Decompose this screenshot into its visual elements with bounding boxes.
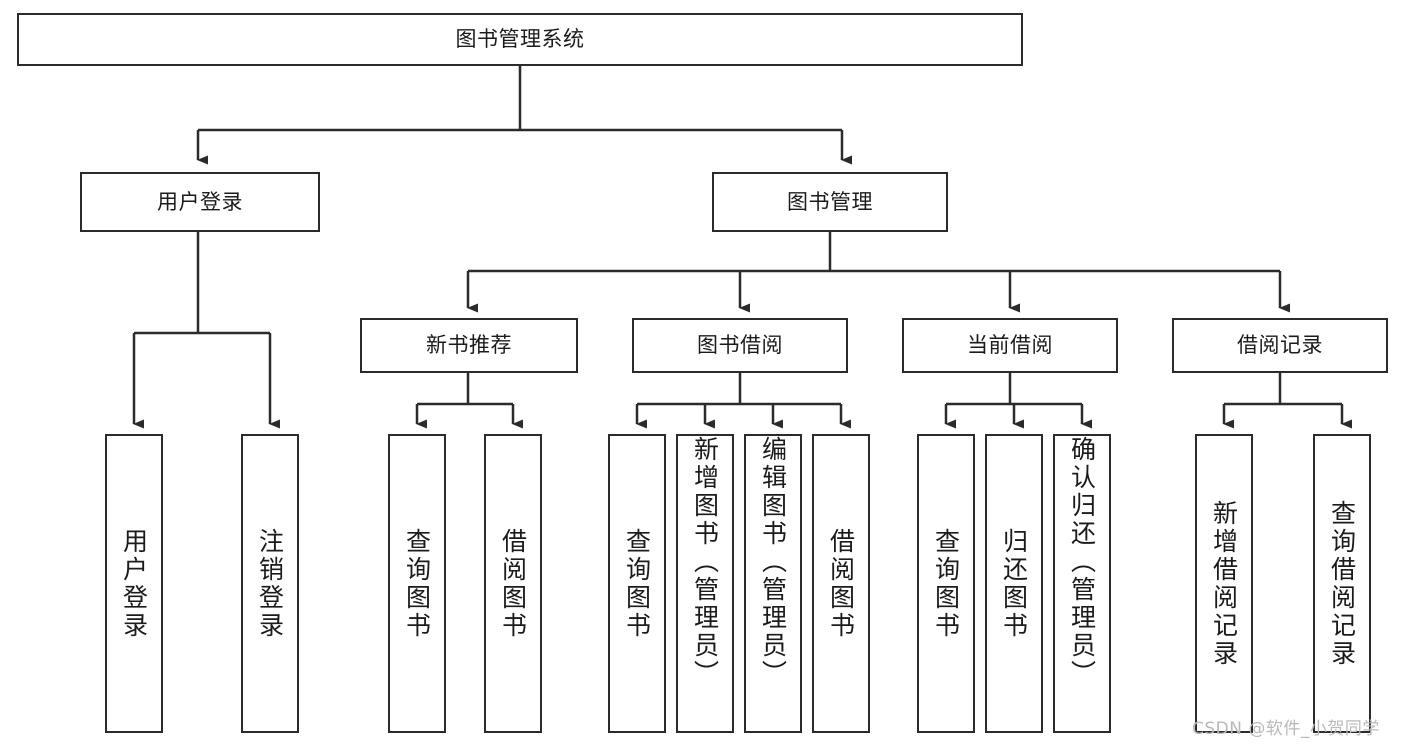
node-root-label: 图书管理系统 — [455, 27, 585, 52]
node-leaf-borrow-book-1[interactable]: 借阅图书 — [484, 434, 542, 733]
node-root[interactable]: 图书管理系统 — [17, 13, 1023, 66]
node-leaf-user-logout-label: 注销登录 — [255, 527, 285, 640]
node-leaf-return-book-label: 归还图书 — [999, 527, 1029, 640]
node-leaf-query-book-1-label: 查询图书 — [402, 527, 432, 640]
node-leaf-query-book-2[interactable]: 查询图书 — [608, 434, 666, 733]
node-leaf-add-record[interactable]: 新增借阅记录 — [1195, 434, 1253, 733]
node-leaf-query-record-label: 查询借阅记录 — [1327, 499, 1357, 668]
node-borrow-record-label: 借阅记录 — [1237, 333, 1323, 358]
node-current-borrow-label: 当前借阅 — [967, 333, 1053, 358]
node-leaf-add-book-label: 新增图书（管理员） — [690, 436, 720, 688]
node-leaf-edit-book-label: 编辑图书（管理员） — [758, 436, 788, 688]
node-user-login-label: 用户登录 — [157, 189, 243, 214]
node-leaf-confirm-return[interactable]: 确认归还（管理员） — [1053, 434, 1111, 733]
node-book-borrow[interactable]: 图书借阅 — [632, 318, 848, 373]
node-leaf-return-book[interactable]: 归还图书 — [985, 434, 1043, 733]
node-leaf-add-book[interactable]: 新增图书（管理员） — [676, 434, 734, 733]
node-book-manage-label: 图书管理 — [787, 189, 873, 214]
node-leaf-query-book-3[interactable]: 查询图书 — [917, 434, 975, 733]
node-new-book-recommend-label: 新书推荐 — [426, 333, 512, 358]
node-leaf-user-login-label: 用户登录 — [119, 527, 149, 640]
node-leaf-borrow-book-1-label: 借阅图书 — [498, 527, 528, 640]
node-leaf-borrow-book-2-label: 借阅图书 — [826, 527, 856, 640]
node-borrow-record[interactable]: 借阅记录 — [1172, 318, 1388, 373]
node-leaf-borrow-book-2[interactable]: 借阅图书 — [812, 434, 870, 733]
node-leaf-query-book-3-label: 查询图书 — [931, 527, 961, 640]
node-leaf-user-login[interactable]: 用户登录 — [105, 434, 163, 733]
node-leaf-query-book-2-label: 查询图书 — [622, 527, 652, 640]
node-book-manage[interactable]: 图书管理 — [712, 172, 948, 232]
node-leaf-query-record[interactable]: 查询借阅记录 — [1313, 434, 1371, 733]
node-current-borrow[interactable]: 当前借阅 — [902, 318, 1118, 373]
node-leaf-edit-book[interactable]: 编辑图书（管理员） — [744, 434, 802, 733]
node-leaf-query-book-1[interactable]: 查询图书 — [388, 434, 446, 733]
node-leaf-add-record-label: 新增借阅记录 — [1209, 499, 1239, 668]
node-book-borrow-label: 图书借阅 — [697, 333, 783, 358]
watermark-text: CSDN @软件_小贺同学 — [1192, 719, 1380, 739]
node-new-book-recommend[interactable]: 新书推荐 — [360, 318, 578, 373]
node-user-login[interactable]: 用户登录 — [80, 172, 320, 232]
node-leaf-user-logout[interactable]: 注销登录 — [241, 434, 299, 733]
node-leaf-confirm-return-label: 确认归还（管理员） — [1067, 436, 1097, 688]
